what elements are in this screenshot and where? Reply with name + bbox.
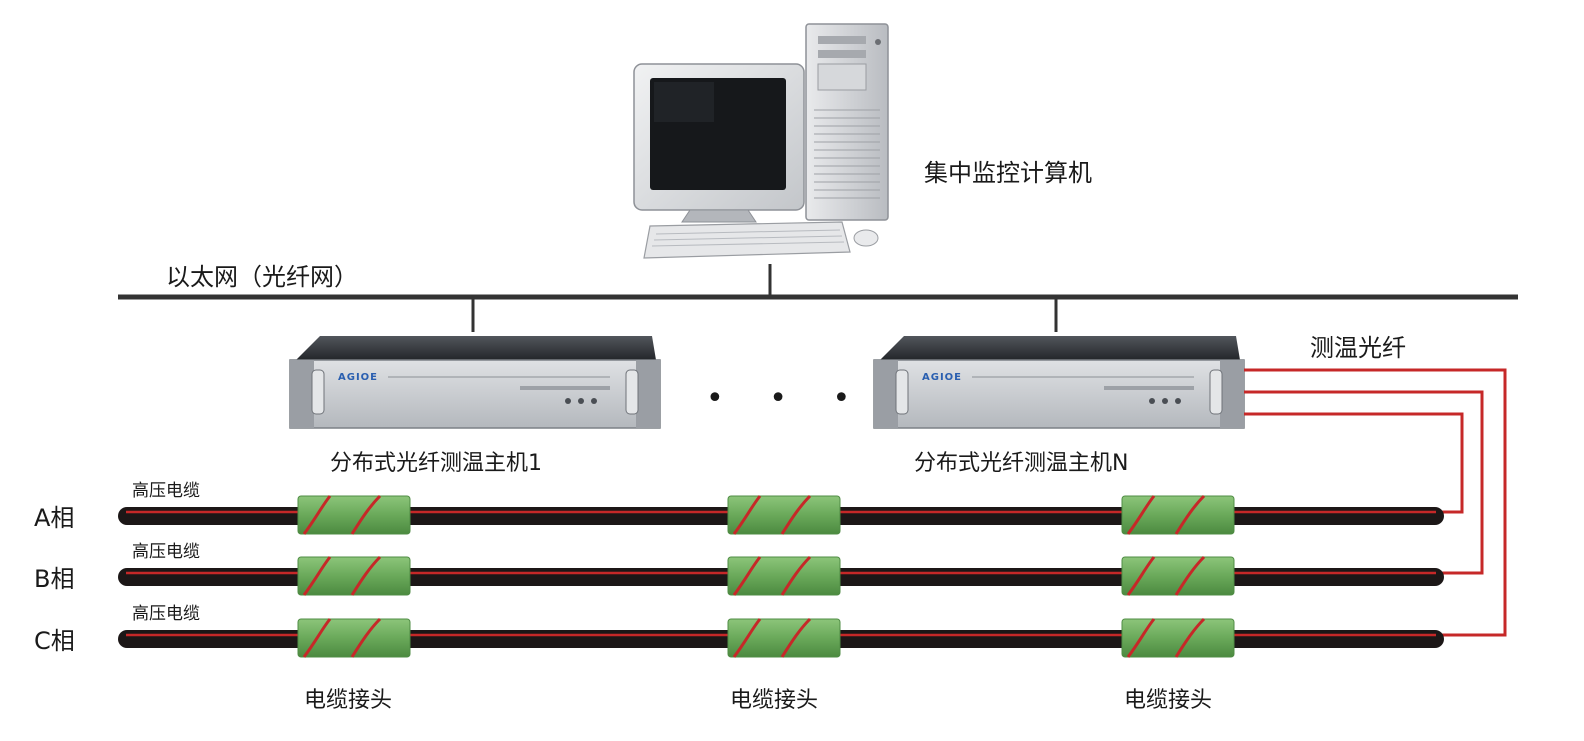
cable-label-c: 高压电缆 [132,604,200,624]
hosts-ellipsis: • • • [706,381,868,416]
computer-tower [805,23,889,221]
joint-c-1 [297,617,411,658]
network-bus [118,264,1518,332]
fiber-route-b [1244,390,1484,575]
joint-a-3 [1121,494,1235,535]
fiber-label: 测温光纤 [1310,334,1406,362]
computer-label: 集中监控计算机 [924,159,1092,187]
joint-label-3: 电缆接头 [1124,688,1212,713]
host-1-brand: AGIOE [338,372,378,383]
host-unit-n: AGIOE [873,336,1245,429]
host-n-brand: AGIOE [922,372,962,383]
joint-a-1 [297,494,411,535]
fiber-route-c [1244,368,1507,637]
computer-illustration [633,23,889,259]
host-n-label: 分布式光纤测温主机N [914,451,1128,476]
joint-c-2 [727,617,841,658]
joint-a-2 [727,494,841,535]
cable-label-a: 高压电缆 [132,481,200,501]
fiber-route-a [1244,412,1464,514]
phase-label-b: B相 [34,565,74,593]
host-1-label: 分布式光纤测温主机1 [330,451,542,476]
joint-b-2 [727,555,841,596]
host-unit-1: AGIOE [289,336,661,429]
joint-label-1: 电缆接头 [304,688,392,713]
joint-b-1 [297,555,411,596]
joint-c-3 [1121,617,1235,658]
computer-monitor [633,63,805,223]
phase-label-c: C相 [34,627,75,655]
joint-b-3 [1121,555,1235,596]
network-label: 以太网（光纤网） [166,263,358,291]
phase-label-a: A相 [34,504,74,532]
computer-keyboard [643,221,851,259]
joints-layer [297,494,1235,658]
cable-label-b: 高压电缆 [132,542,200,562]
fiber-routes [1244,368,1507,637]
computer-mouse [853,229,879,247]
joint-label-2: 电缆接头 [730,688,818,713]
